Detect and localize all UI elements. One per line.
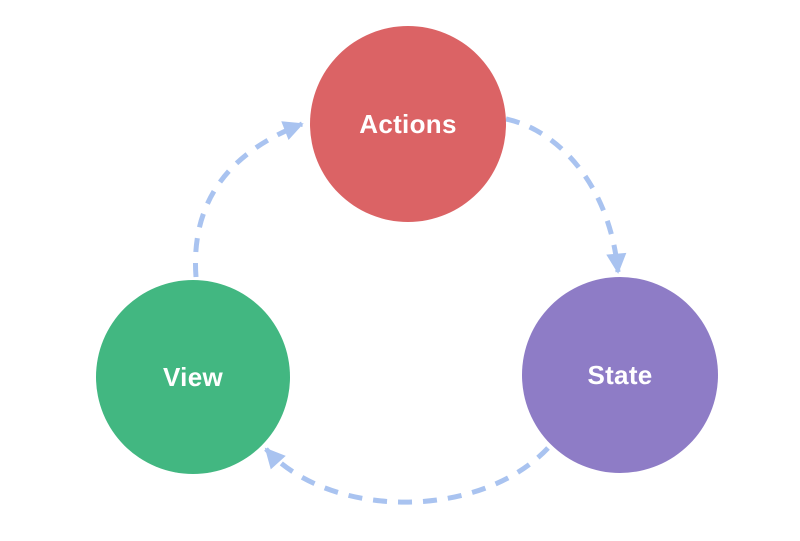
- node-view-circle: [96, 280, 290, 474]
- node-state: State: [522, 277, 718, 473]
- node-state-label: State: [587, 360, 652, 390]
- node-actions-circle: [310, 26, 506, 222]
- node-state-circle: [522, 277, 718, 473]
- node-actions: Actions: [310, 26, 506, 222]
- node-view: View: [96, 280, 290, 474]
- edge-state-to-view: [264, 446, 550, 505]
- edge-actions-to-state: [505, 116, 627, 274]
- edge-view-to-actions: [192, 121, 304, 278]
- node-view-label: View: [163, 362, 223, 392]
- node-actions-label: Actions: [359, 109, 456, 139]
